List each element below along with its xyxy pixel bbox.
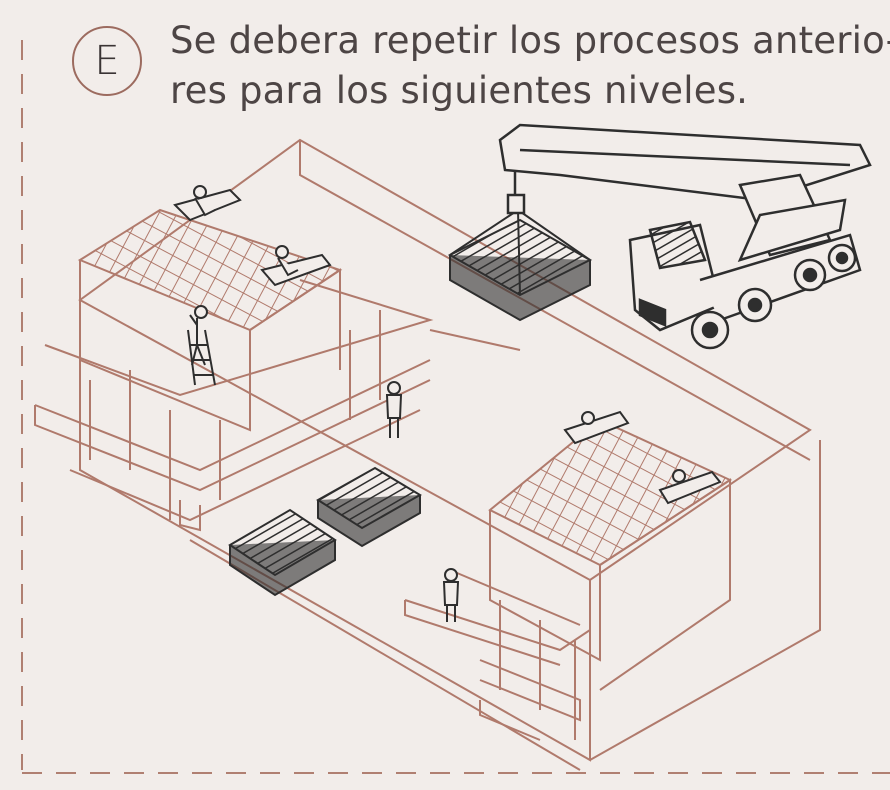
material-stack-icon bbox=[228, 508, 337, 597]
crane-truck-icon bbox=[498, 123, 872, 350]
caption-line-2: res para los siguientes niveles. bbox=[170, 69, 749, 112]
ladder-icon bbox=[187, 329, 216, 386]
worker-icon bbox=[173, 185, 242, 222]
worker-icon bbox=[260, 245, 332, 287]
worker-icon bbox=[563, 410, 630, 445]
material-stack-icon bbox=[447, 208, 593, 322]
step-badge: E bbox=[72, 26, 142, 96]
material-stack-icon bbox=[316, 466, 422, 548]
left-building bbox=[34, 208, 434, 532]
worker-icon bbox=[189, 305, 208, 366]
right-building bbox=[404, 418, 733, 741]
worker-icon bbox=[658, 469, 722, 505]
worker-icon bbox=[442, 568, 460, 622]
worker-icon bbox=[385, 381, 403, 438]
caption-line-1: Se debera repetir los procesos anterio- bbox=[170, 19, 890, 62]
step-caption: Se debera repetir los procesos anterio- … bbox=[170, 16, 890, 116]
step-letter: E bbox=[94, 38, 120, 84]
